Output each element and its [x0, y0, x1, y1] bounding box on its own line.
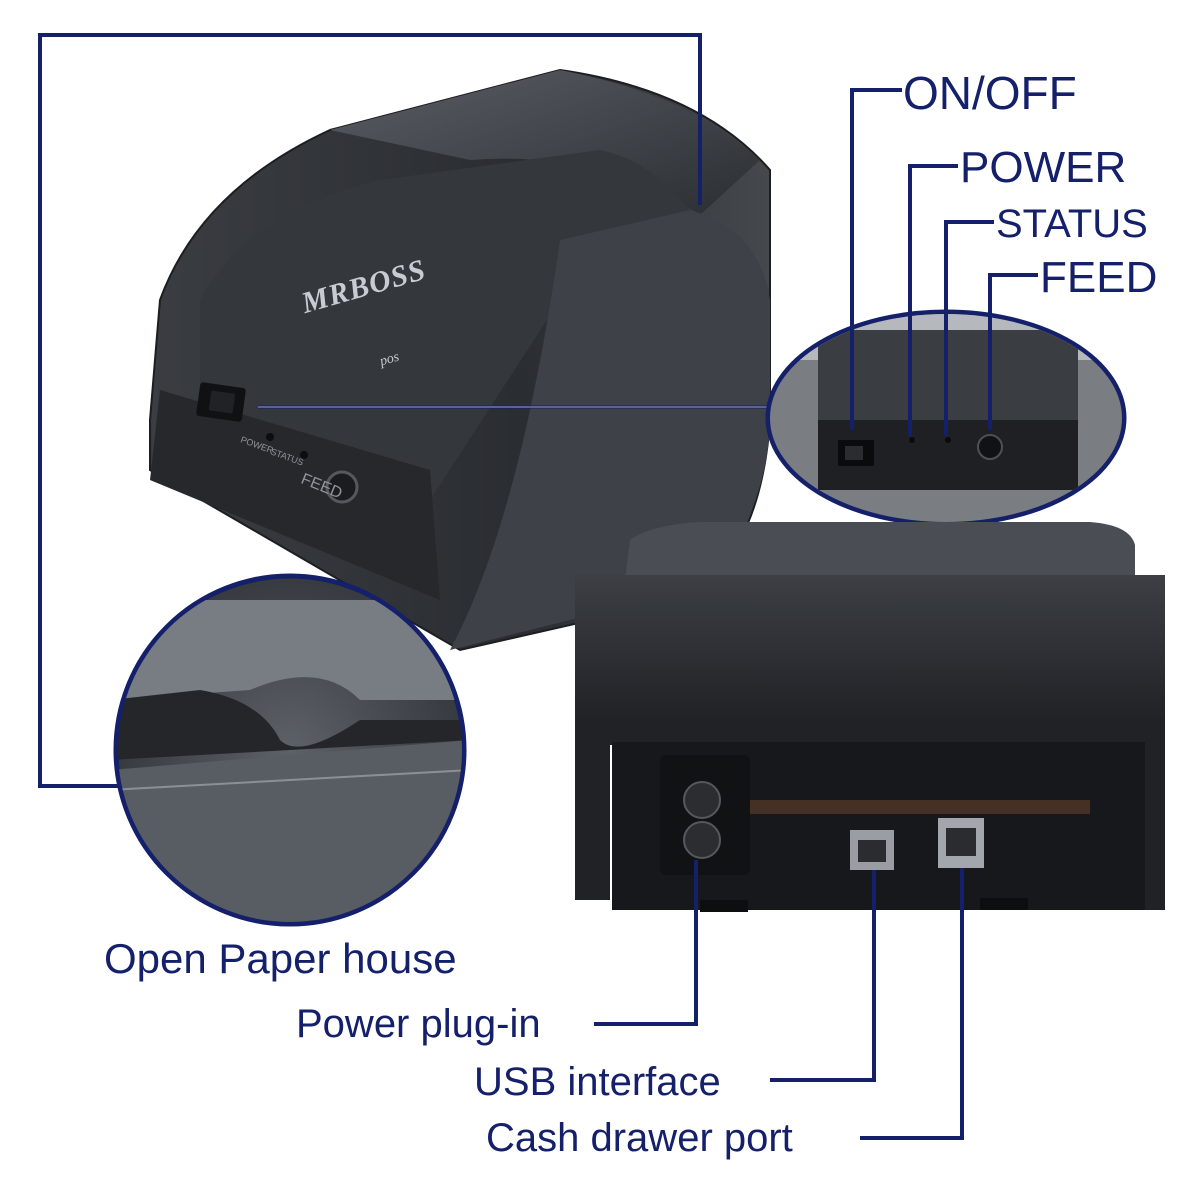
leaders-port-labels: [594, 860, 964, 1140]
control-panel-inset: [765, 309, 1127, 527]
label-cash-drawer-port: Cash drawer port: [486, 1116, 793, 1160]
label-power: POWER: [960, 143, 1127, 192]
printer-rear-view: [575, 522, 1165, 912]
label-status: STATUS: [996, 202, 1148, 246]
leader-open-paper-house: [38, 33, 702, 788]
label-on-off: ON/OFF: [903, 67, 1077, 119]
label-feed: FEED: [1040, 253, 1158, 302]
label-open-paper-house: Open Paper house: [104, 935, 457, 982]
label-power-plug-in: Power plug-in: [296, 1002, 541, 1046]
leaders-control-labels: [850, 88, 1038, 436]
label-usb-interface: USB interface: [474, 1060, 721, 1104]
latch-zoom-circle: [113, 573, 467, 927]
printer-front-view: [149, 68, 771, 652]
